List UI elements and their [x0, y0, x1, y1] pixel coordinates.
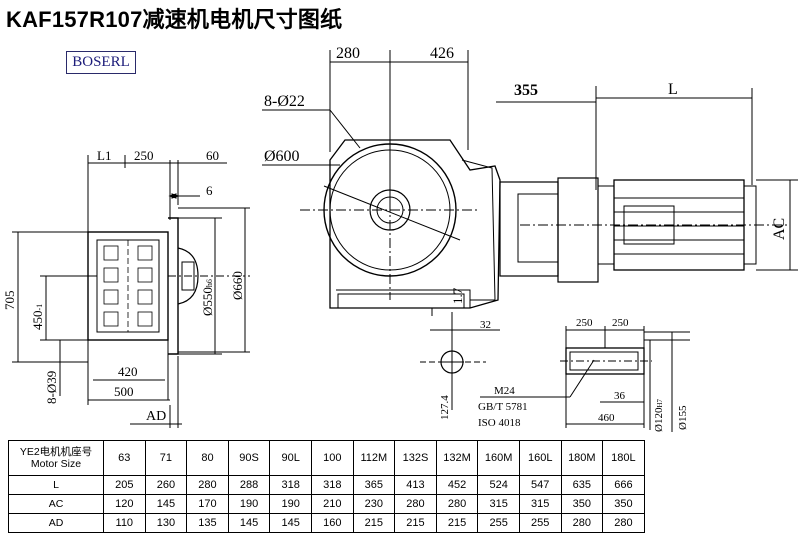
- table-cell: 350: [560, 494, 604, 514]
- table-cell: 524: [477, 475, 520, 495]
- table-cell: 280: [602, 513, 645, 533]
- motor-size-cell: 71: [144, 440, 188, 476]
- front-view: [262, 50, 798, 410]
- dim-280: 280: [336, 45, 360, 62]
- table-cell: 280: [394, 494, 437, 514]
- table-cell: 215: [394, 513, 437, 533]
- table-cell: 365: [352, 475, 396, 495]
- dim-AD: AD: [146, 409, 166, 424]
- motor-size-cell: 112M: [352, 440, 396, 476]
- motor-size-cell: 132M: [435, 440, 479, 476]
- dim-L1: L1: [97, 148, 111, 163]
- table-cell: 288: [227, 475, 271, 495]
- dim-AC: AC: [771, 218, 788, 240]
- motor-size-cell: 63: [103, 440, 146, 476]
- table-cell: 280: [435, 494, 479, 514]
- table-cell: 255: [518, 513, 562, 533]
- dim-32: 32: [480, 319, 491, 331]
- table-cell: 280: [560, 513, 604, 533]
- table-cell: 350: [602, 494, 645, 514]
- table-cell: 666: [602, 475, 645, 495]
- dim-60: 60: [206, 148, 219, 163]
- dim-250-shaft-a: 250: [576, 317, 593, 329]
- brand-logo: BOSERL: [66, 51, 136, 74]
- flange-diameter: Ø600: [264, 148, 300, 165]
- dim-355: 355: [514, 82, 538, 99]
- header-line-cn: YE2电机机座号: [19, 446, 93, 458]
- row-label: AC: [8, 494, 104, 514]
- side-view: [12, 155, 250, 428]
- bolt-callout: 8-Ø22: [264, 93, 305, 110]
- bolt-callout-2: 8-Ø39: [44, 371, 59, 404]
- header-line-en: Motor Size: [30, 458, 82, 470]
- row-label: L: [8, 475, 104, 495]
- table-cell: 130: [144, 513, 188, 533]
- table-cell: 318: [310, 475, 354, 495]
- table-cell: 210: [310, 494, 354, 514]
- dim-705: 705: [2, 291, 17, 311]
- table-cell: 145: [269, 513, 312, 533]
- table-cell: 255: [477, 513, 520, 533]
- table-cell: 260: [144, 475, 188, 495]
- motor-size-cell: 100: [310, 440, 354, 476]
- thread-spec-gbt: GB/T 5781: [478, 401, 528, 413]
- dim-250-shaft-b: 250: [612, 317, 629, 329]
- dim-500: 500: [114, 384, 134, 399]
- technical-drawing: 280 426 355 L 8-Ø22 Ø600 L1 250 60 6 420…: [2, 45, 798, 432]
- dim-660: Ø660: [230, 271, 245, 300]
- dim-120: Ø120H7: [653, 398, 665, 432]
- motor-size-cell: 160L: [518, 440, 562, 476]
- dim-L: L: [668, 81, 678, 98]
- row-label: AD: [8, 513, 104, 533]
- table-cell: 635: [560, 475, 604, 495]
- table-cell: 215: [435, 513, 479, 533]
- table-cell: 230: [352, 494, 396, 514]
- table-cell: 110: [103, 513, 146, 533]
- thread-spec-iso: ISO 4018: [478, 417, 521, 429]
- dim-250-side: 250: [134, 148, 154, 163]
- thread-spec-m24: M24: [494, 385, 515, 397]
- table-cell: 452: [435, 475, 479, 495]
- dim-550: Ø550h6: [200, 279, 215, 316]
- table-cell: 190: [269, 494, 312, 514]
- table-cell: 413: [394, 475, 437, 495]
- dim-127-4: 127.4: [439, 395, 451, 420]
- table-cell: 315: [477, 494, 520, 514]
- motor-size-cell: 132S: [394, 440, 437, 476]
- dim-450: 450-1: [30, 304, 45, 330]
- dim-460: 460: [598, 412, 615, 424]
- table-cell: 170: [186, 494, 229, 514]
- motor-size-cell: 180L: [602, 440, 645, 476]
- table-cell: 205: [103, 475, 146, 495]
- motor-size-cell: 180M: [560, 440, 604, 476]
- motor-size-cell: 80: [186, 440, 229, 476]
- dim-36: 36: [614, 390, 626, 402]
- table-cell: 145: [227, 513, 271, 533]
- motor-size-cell: 90S: [227, 440, 271, 476]
- motor-size-cell: 160M: [477, 440, 520, 476]
- dim-1-7: 1.7: [450, 287, 465, 304]
- table-cell: 315: [518, 494, 562, 514]
- table-cell: 318: [269, 475, 312, 495]
- table-cell: 145: [144, 494, 188, 514]
- motor-size-cell: 90L: [269, 440, 312, 476]
- dim-155: Ø155: [677, 405, 689, 430]
- drawing-title: KAF157R107减速机电机尺寸图纸: [6, 7, 343, 32]
- table-cell: 280: [186, 475, 229, 495]
- dim-426: 426: [430, 45, 454, 62]
- table-cell: 120: [103, 494, 146, 514]
- dim-420: 420: [118, 364, 138, 379]
- dim-6: 6: [206, 183, 213, 198]
- table-cell: 190: [227, 494, 271, 514]
- table-cell: 160: [310, 513, 354, 533]
- shaft-detail: [480, 326, 690, 432]
- table-cell: 135: [186, 513, 229, 533]
- table-cell: 547: [518, 475, 562, 495]
- table-cell: 215: [352, 513, 396, 533]
